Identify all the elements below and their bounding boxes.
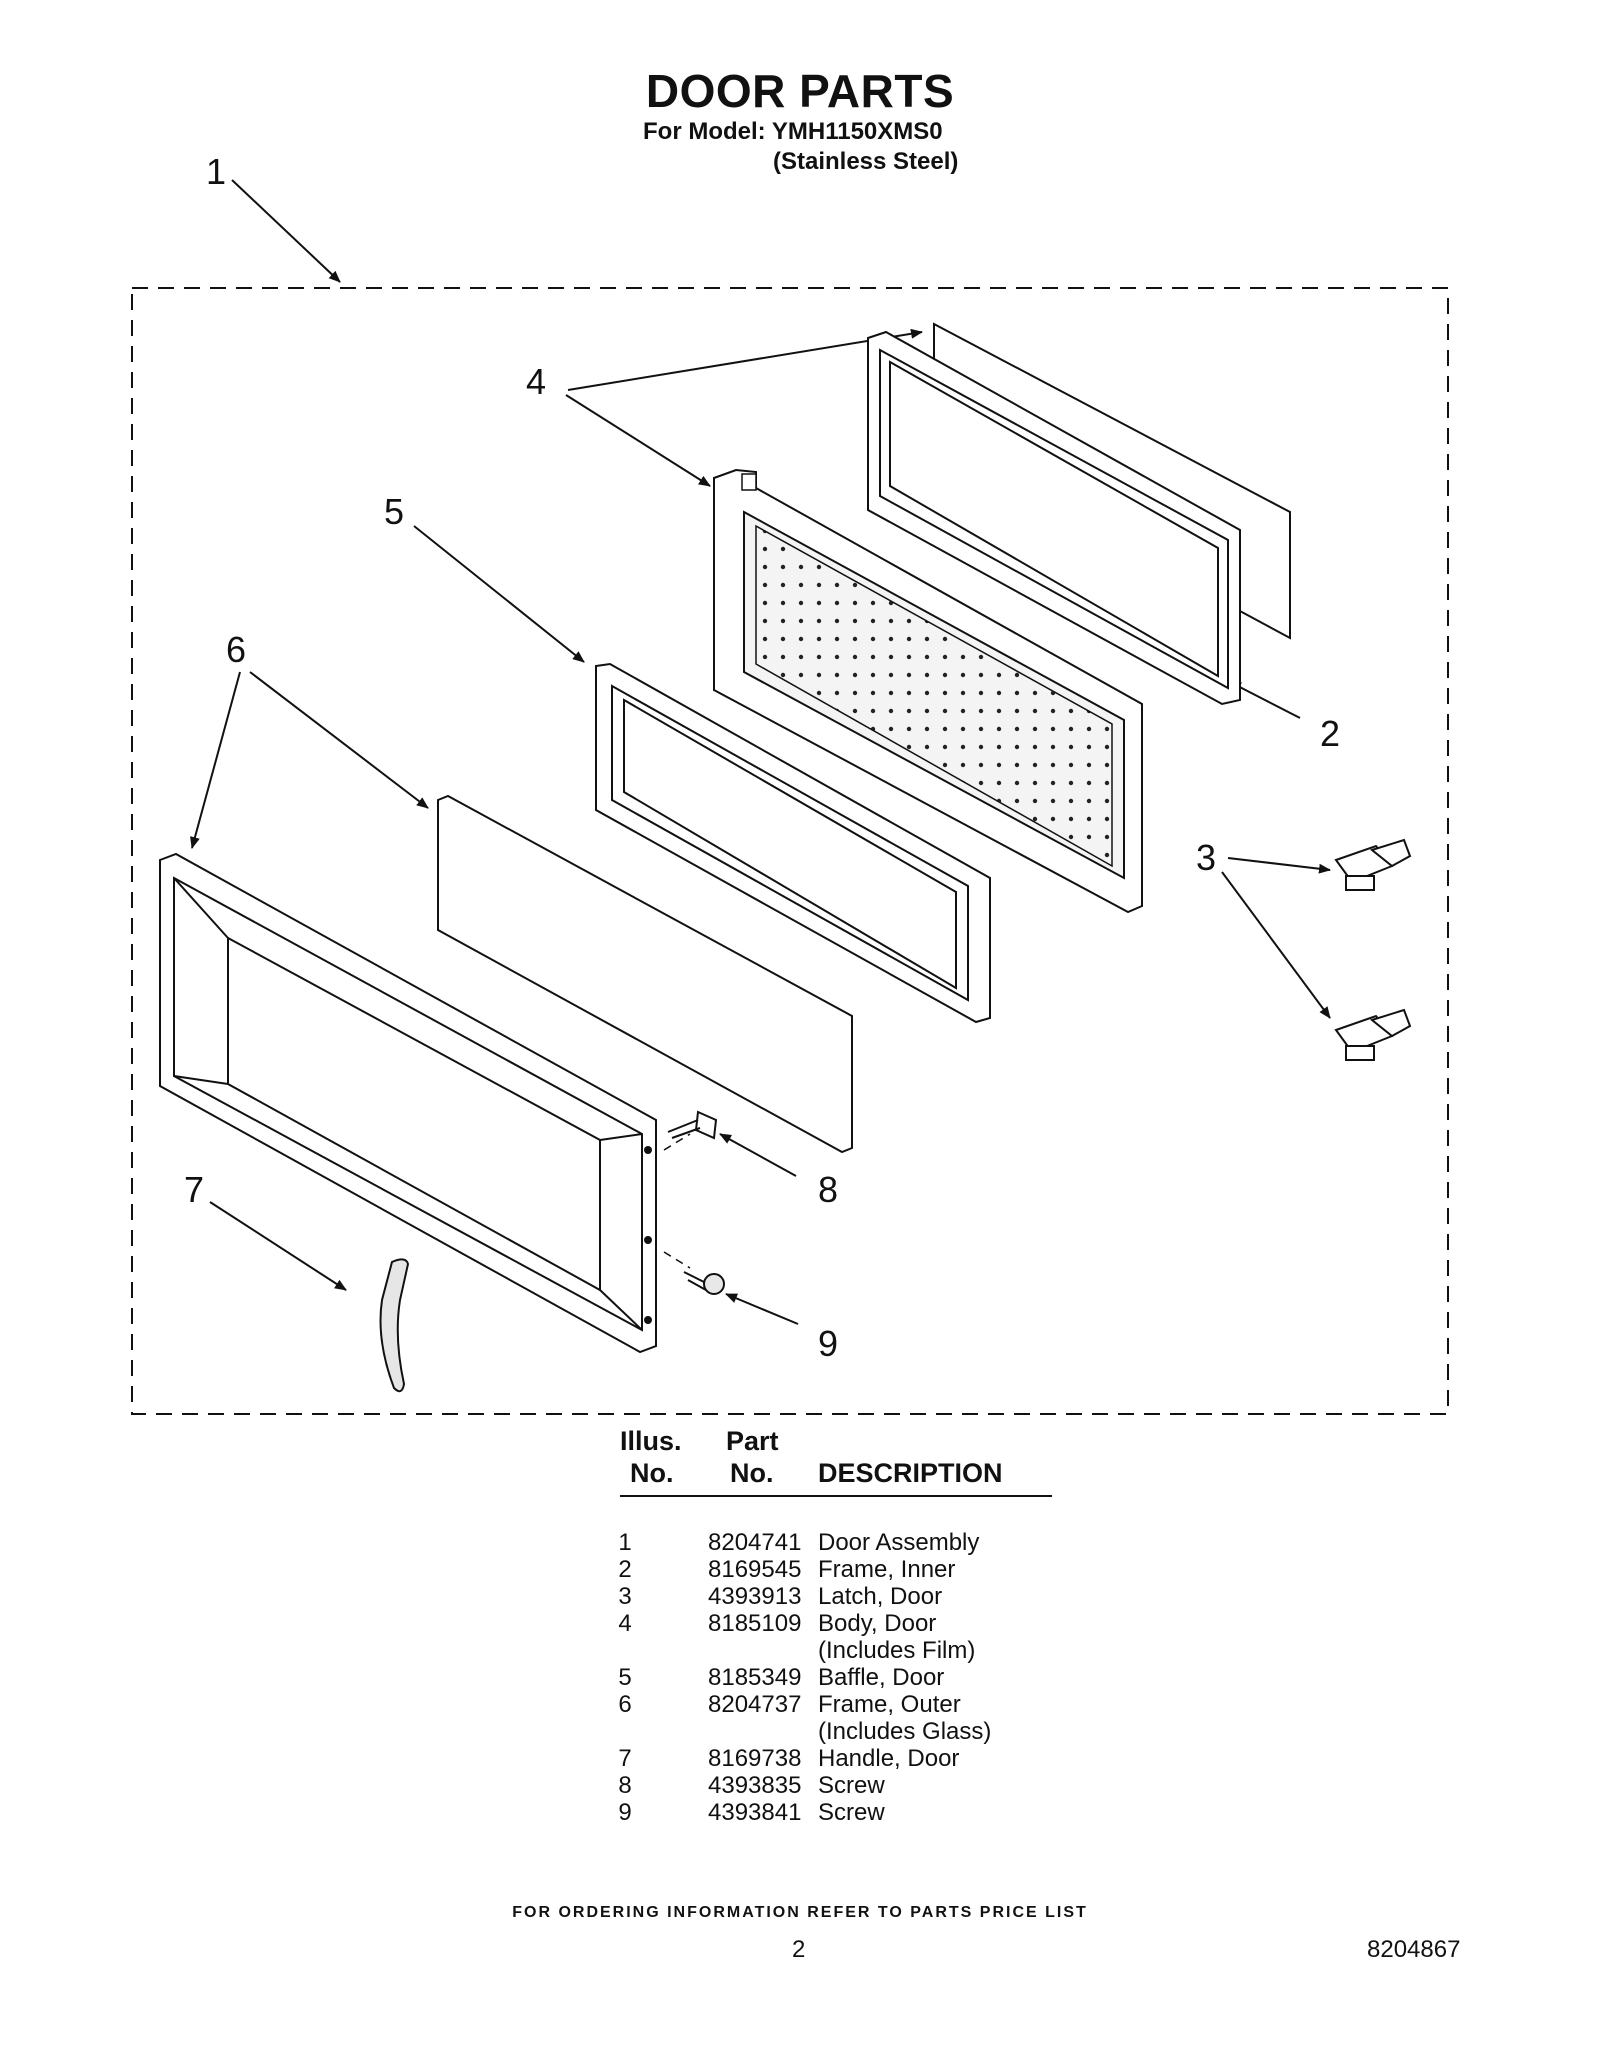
outer-frame-glass xyxy=(437,794,853,1154)
model-variant: (Stainless Steel) xyxy=(773,148,959,175)
callout-5: 5 xyxy=(384,491,405,532)
page-title: DOOR PARTS xyxy=(645,65,955,117)
screw-9 xyxy=(683,1271,725,1295)
callout-1: 1 xyxy=(206,151,227,192)
table-rule xyxy=(620,1495,1052,1497)
leader-7 xyxy=(209,1201,347,1291)
document-number: 8204867 xyxy=(1367,1936,1461,1963)
callout-4: 4 xyxy=(526,361,547,402)
leader-4a xyxy=(567,328,923,391)
callout-6: 6 xyxy=(226,629,247,670)
callout-8: 8 xyxy=(818,1169,839,1210)
callout-7: 7 xyxy=(184,1169,205,1210)
header-description: DESCRIPTION xyxy=(818,1458,1003,1488)
model-line: For Model: YMH1150XMS0 xyxy=(643,118,943,145)
leader-9 xyxy=(725,1293,799,1325)
callout-2: 2 xyxy=(1320,713,1341,754)
exploded-parts-diagram xyxy=(131,179,1449,1415)
door-latch-lower xyxy=(1334,1008,1412,1061)
leader-5 xyxy=(413,525,585,663)
door-latch-upper xyxy=(1334,838,1412,891)
leader-4b xyxy=(565,394,711,487)
outer-frame xyxy=(159,852,657,1354)
header-part-top: Part xyxy=(726,1426,779,1456)
screw-8 xyxy=(667,1110,718,1140)
door-assembly-boundary xyxy=(131,287,1449,1415)
header-illus-top: Illus. xyxy=(620,1426,682,1456)
page-number: 2 xyxy=(792,1936,806,1963)
door-body xyxy=(713,468,1143,914)
leader-3b xyxy=(1221,871,1331,1019)
leader-6a xyxy=(190,671,241,849)
ordering-note: FOR ORDERING INFORMATION REFER TO PARTS … xyxy=(512,1904,1088,1921)
header-illus-bottom: No. xyxy=(630,1458,674,1488)
leader-1 xyxy=(231,179,341,283)
leader-3a xyxy=(1227,857,1331,874)
leader-6b xyxy=(249,671,429,809)
inner-frame xyxy=(867,330,1241,706)
callout-3: 3 xyxy=(1196,837,1217,878)
leader-8 xyxy=(719,1133,797,1177)
callout-9: 9 xyxy=(818,1323,839,1364)
door-baffle xyxy=(595,662,991,1024)
header-part-bottom: No. xyxy=(730,1458,774,1488)
leader-2 xyxy=(1229,681,1301,719)
door-handle xyxy=(379,1258,410,1393)
